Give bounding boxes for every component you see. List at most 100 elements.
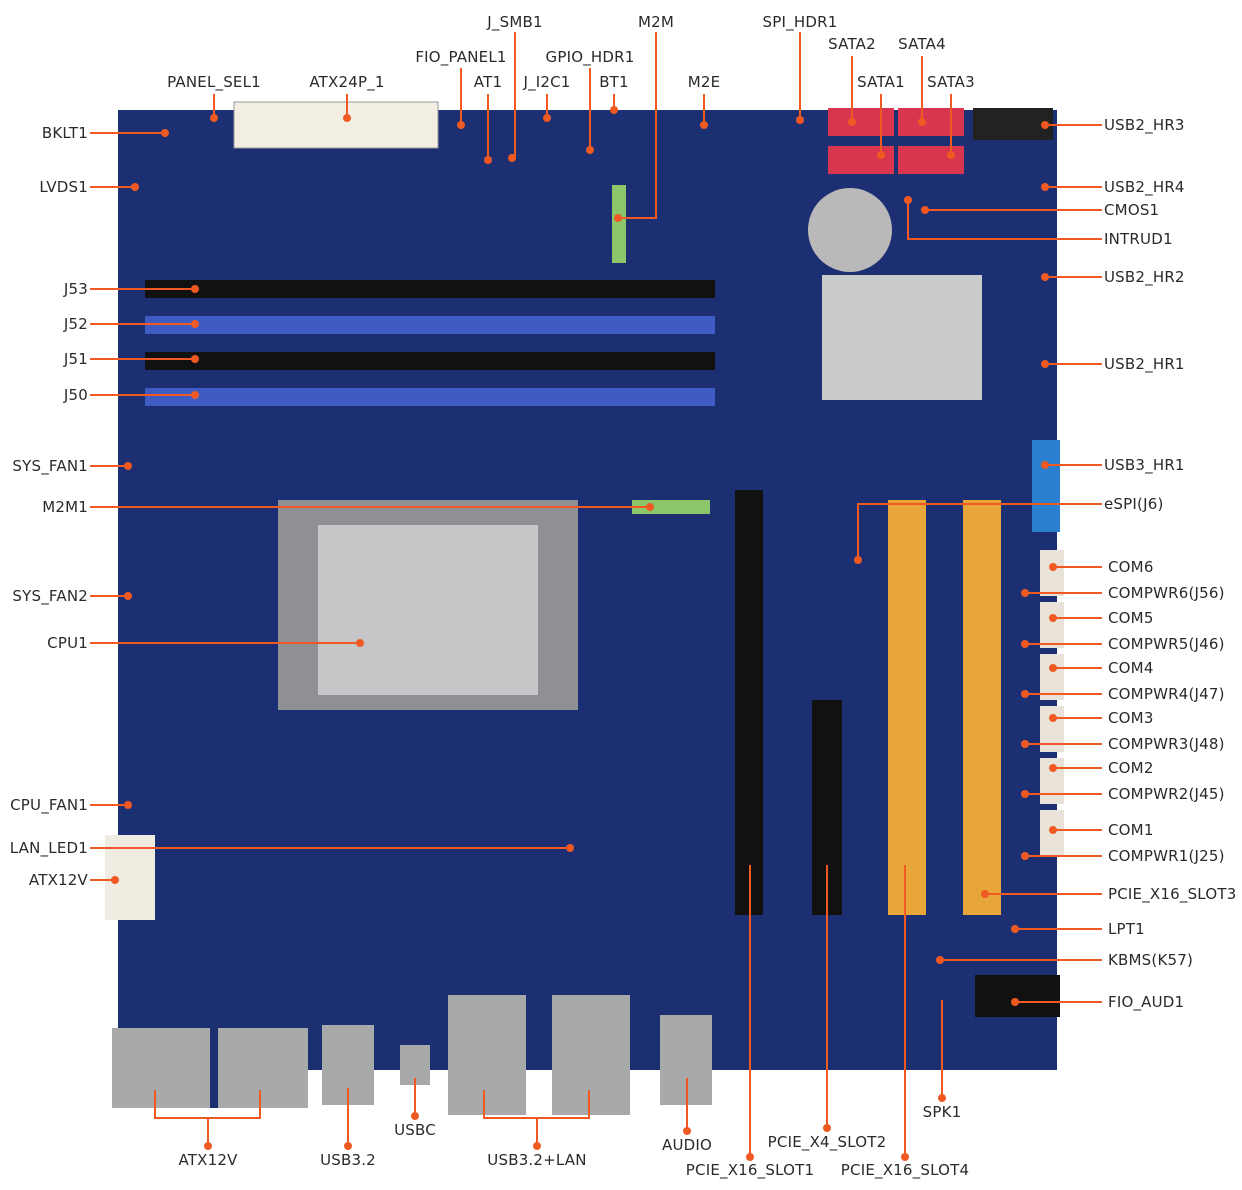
- label-sata1: SATA1: [857, 73, 905, 91]
- leader-dot-usb2-hr1: [1041, 360, 1049, 368]
- label-j-i2c1: J_I2C1: [523, 73, 571, 91]
- label-pcie-x4-slot2: PCIE_X4_SLOT2: [767, 1133, 887, 1151]
- leader-dot-audio: [683, 1127, 691, 1135]
- leader-dot-m2e: [700, 121, 708, 129]
- pcie-x16-slot3: [963, 500, 1001, 915]
- label-m2e: M2E: [687, 73, 721, 91]
- cmos-battery: [808, 188, 892, 272]
- label-j52: J52: [63, 315, 88, 333]
- label-atx12v-left: ATX12V: [28, 871, 88, 889]
- audio-header: [975, 975, 1060, 1017]
- leader-dot-compwr4: [1021, 690, 1029, 698]
- label-espi-j6: eSPI(J6): [1104, 495, 1164, 513]
- leader-line-intrud1: [907, 200, 1102, 240]
- label-at1: AT1: [473, 73, 503, 91]
- sata-port: [828, 108, 894, 136]
- dimm-slot: [145, 352, 715, 370]
- label-fio-aud1: FIO_AUD1: [1108, 993, 1185, 1011]
- label-usb32-lan: USB3.2+LAN: [487, 1151, 587, 1169]
- label-sata4: SATA4: [898, 35, 946, 53]
- leader-dot-atx12v-bottom: [204, 1142, 212, 1150]
- label-compwr6: COMPWR6(J56): [1108, 584, 1225, 602]
- label-lpt1: LPT1: [1108, 920, 1145, 938]
- leader-dot-j50: [191, 391, 199, 399]
- label-j53: J53: [63, 280, 88, 298]
- com-header: [1040, 550, 1064, 596]
- io-port: [218, 1028, 308, 1108]
- leader-dot-usb32: [344, 1142, 352, 1150]
- leader-dot-atx24p-1: [343, 114, 351, 122]
- leader-dot-com5: [1049, 614, 1057, 622]
- leader-line-usb32-lan: [483, 1090, 590, 1146]
- leader-dot-cpu-fan1: [124, 801, 132, 809]
- label-panel-sel1: PANEL_SEL1: [167, 73, 261, 91]
- leader-dot-j-i2c1: [543, 114, 551, 122]
- label-usb2-hr4: USB2_HR4: [1104, 178, 1185, 196]
- label-usb32: USB3.2: [320, 1151, 376, 1169]
- label-bt1: BT1: [599, 73, 629, 91]
- leader-dot-m2m1: [646, 503, 654, 511]
- leader-dot-com4: [1049, 664, 1057, 672]
- usb-header: [973, 108, 1053, 140]
- io-port: [112, 1028, 210, 1108]
- label-audio: AUDIO: [661, 1136, 713, 1154]
- io-port: [448, 995, 526, 1115]
- com-header: [1040, 654, 1064, 700]
- leader-dot-sata1: [877, 151, 885, 159]
- label-cpu1: CPU1: [47, 634, 88, 652]
- leader-line-m2m: [618, 32, 657, 219]
- leader-dot-bklt1: [161, 129, 169, 137]
- leader-dot-compwr1: [1021, 852, 1029, 860]
- leader-line-atx12v-bottom: [154, 1090, 261, 1146]
- label-com3: COM3: [1108, 709, 1154, 727]
- dimm-slot: [145, 316, 715, 334]
- label-pcie-x16-slot4: PCIE_X16_SLOT4: [840, 1161, 970, 1179]
- label-fio-panel1: FIO_PANEL1: [415, 48, 507, 66]
- leader-dot-lan-led1: [566, 844, 574, 852]
- label-cpu-fan1: CPU_FAN1: [10, 796, 88, 814]
- leader-dot-lvds1: [131, 183, 139, 191]
- leader-dot-fio-panel1: [457, 121, 465, 129]
- dimm-slot: [145, 388, 715, 406]
- label-compwr4: COMPWR4(J47): [1108, 685, 1225, 703]
- leader-dot-intrud1: [904, 196, 912, 204]
- label-usb2-hr2: USB2_HR2: [1104, 268, 1185, 286]
- leader-dot-sata2: [848, 118, 856, 126]
- leader-dot-com6: [1049, 563, 1057, 571]
- leader-dot-sata3: [947, 151, 955, 159]
- leader-dot-atx12v-left: [111, 876, 119, 884]
- leader-dot-bt1: [610, 106, 618, 114]
- leader-dot-pcie-x16-slot4: [901, 1153, 909, 1161]
- leader-dot-spk1: [938, 1094, 946, 1102]
- sata-port: [828, 146, 894, 174]
- leader-dot-usbc: [411, 1112, 419, 1120]
- chipset-heatsink: [822, 275, 982, 400]
- leader-dot-lpt1: [1011, 925, 1019, 933]
- label-bklt1: BKLT1: [41, 124, 88, 142]
- label-intrud1: INTRUD1: [1104, 230, 1173, 248]
- leader-dot-com2: [1049, 764, 1057, 772]
- label-gpio-hdr1: GPIO_HDR1: [545, 48, 635, 66]
- label-sata2: SATA2: [828, 35, 876, 53]
- leader-dot-com1: [1049, 826, 1057, 834]
- sata-port: [898, 146, 964, 174]
- leader-dot-usb32-lan: [533, 1142, 541, 1150]
- label-compwr2: COMPWR2(J45): [1108, 785, 1225, 803]
- leader-dot-sys-fan2: [124, 592, 132, 600]
- label-spi-hdr1: SPI_HDR1: [762, 13, 838, 31]
- label-j51: J51: [63, 350, 88, 368]
- label-lvds1: LVDS1: [39, 178, 88, 196]
- leader-dot-compwr6: [1021, 589, 1029, 597]
- io-port: [552, 995, 630, 1115]
- leader-dot-j53: [191, 285, 199, 293]
- label-cmos1: CMOS1: [1104, 201, 1160, 219]
- leader-dot-j51: [191, 355, 199, 363]
- usb3-header: [1032, 440, 1060, 532]
- cpu-cover: [318, 525, 538, 695]
- leader-dot-compwr2: [1021, 790, 1029, 798]
- leader-dot-usb2-hr3: [1041, 121, 1049, 129]
- label-usb2-hr1: USB2_HR1: [1104, 355, 1185, 373]
